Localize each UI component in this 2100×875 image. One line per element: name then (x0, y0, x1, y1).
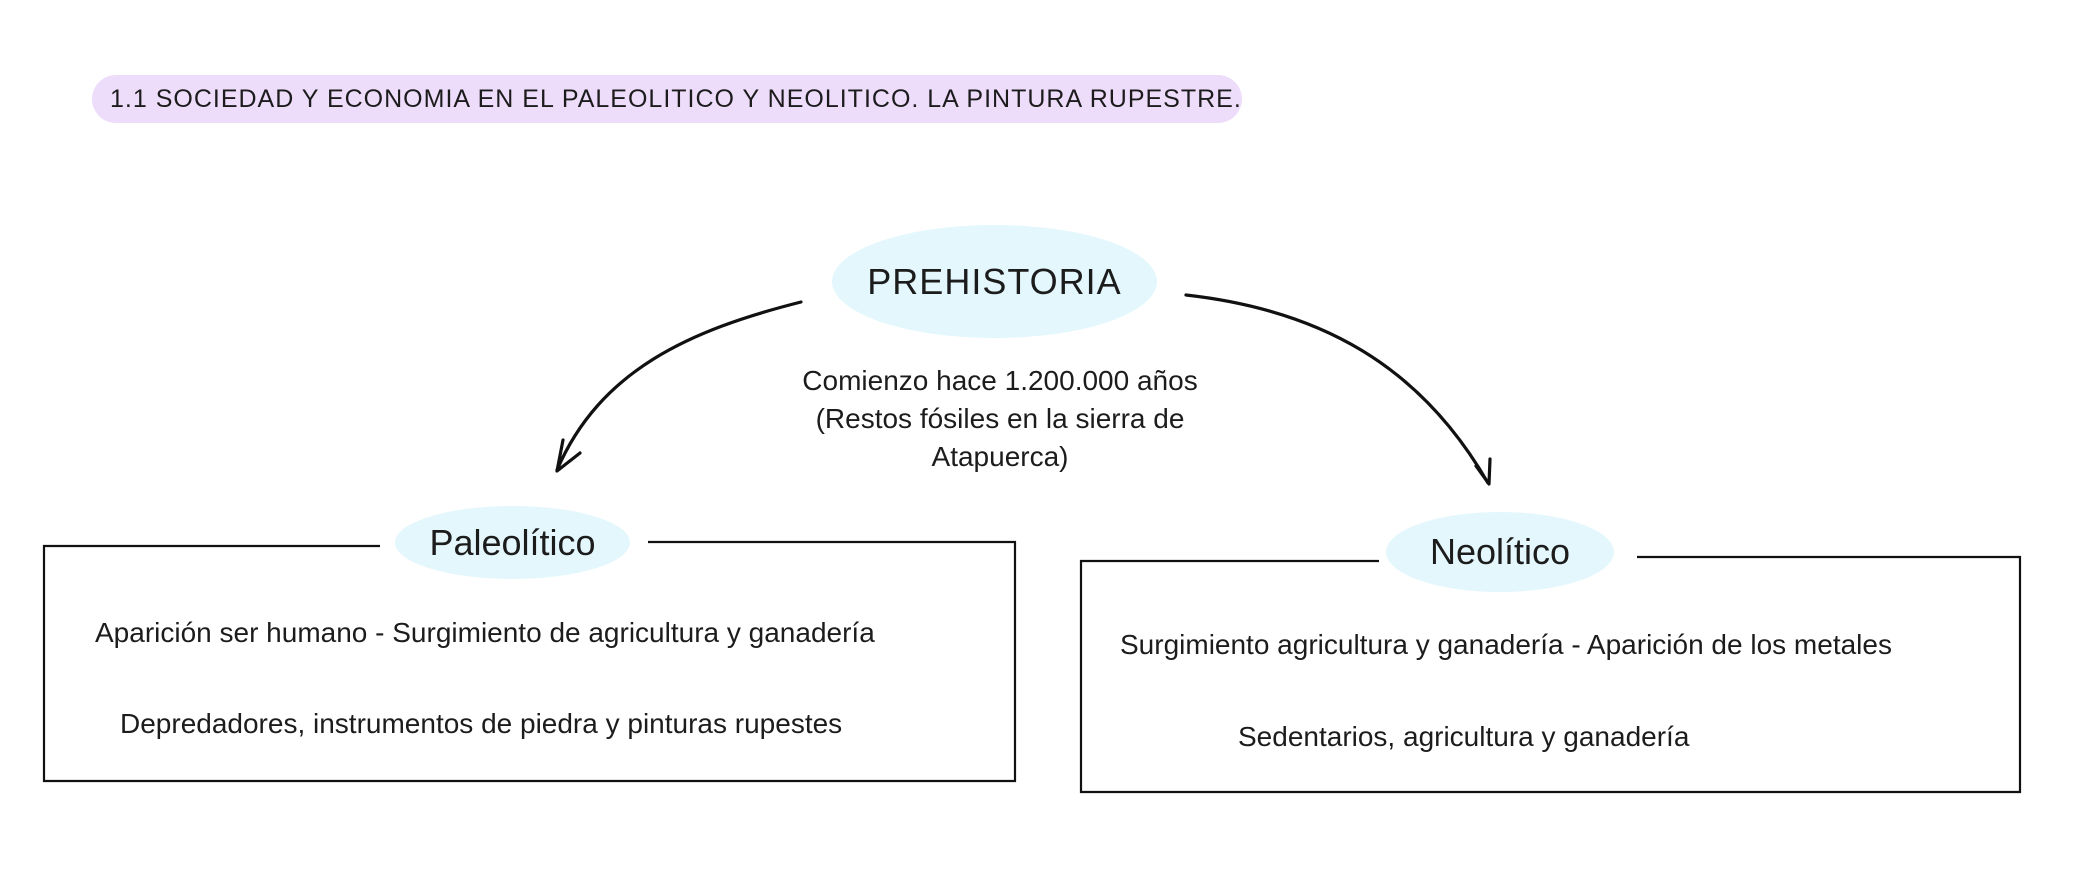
paleolitico-label: Paleolítico (429, 521, 596, 563)
arrow-to-paleolitico (555, 300, 803, 472)
page-title-text: 1.1 SOCIEDAD Y ECONOMIA EN EL PALEOLITIC… (110, 84, 1242, 113)
neolitico-line-1: Surgimiento agricultura y ganadería - Ap… (1120, 629, 1892, 660)
neolitico-node: Neolítico (1386, 512, 1614, 592)
page-title: 1.1 SOCIEDAD Y ECONOMIA EN EL PALEOLITIC… (92, 75, 1242, 123)
neolitico-line-2: Sedentarios, agricultura y ganadería (1238, 721, 1690, 752)
prehistoria-label: PREHISTORIA (867, 260, 1122, 302)
arrow-to-neolitico (1184, 293, 1490, 485)
paleolitico-line-2: Depredadores, instrumentos de piedra y p… (120, 708, 843, 739)
prehistoria-note: Comienzo hace 1.200.000 años (Restos fós… (802, 365, 1198, 472)
prehistoria-node: PREHISTORIA (832, 225, 1157, 338)
arrow-head-paleolitico (555, 438, 582, 473)
arrow-head-neolitico (1474, 457, 1492, 486)
paleolitico-node: Paleolítico (395, 506, 630, 579)
paleolitico-line-1: Aparición ser humano - Surgimiento de ag… (95, 617, 875, 648)
neolitico-label: Neolítico (1429, 531, 1571, 572)
neolitico-box (1079, 555, 2022, 794)
